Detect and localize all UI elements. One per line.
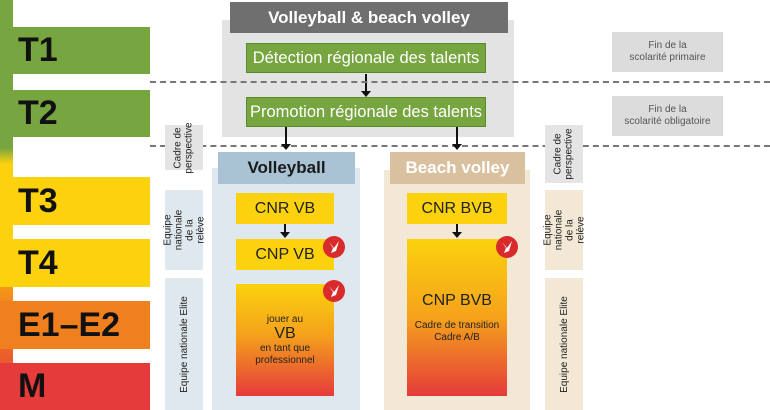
- level-label: T1: [18, 31, 58, 69]
- volleyball-title: Volleyball: [218, 152, 355, 184]
- level-t1: T1: [0, 27, 150, 74]
- cnr-bvb-box: CNR BVB: [407, 193, 507, 224]
- side-label-releve-right: Equipe nationale de la relève: [542, 190, 586, 270]
- side-label-releve-left: Equipe nationale de la relève: [162, 190, 206, 270]
- pro-vb-box: jouer au VB en tant que professionnel: [236, 284, 334, 396]
- level-label: E1–E2: [18, 305, 121, 344]
- note-end-mandatory-school: Fin de la scolarité obligatoire: [612, 96, 723, 136]
- arrow-down-icon: [452, 127, 462, 150]
- side-label-elite-left: Equipe nationale Elite: [165, 278, 203, 410]
- arrow-down-icon: [281, 127, 291, 150]
- cnp-vb-box: CNP VB: [236, 239, 334, 270]
- side-label-perspective-right: Cadre de perspective: [545, 125, 583, 183]
- arrow-down-icon: [452, 224, 462, 238]
- level-e1-e2: E1–E2: [0, 301, 150, 349]
- level-label: T3: [18, 181, 58, 220]
- main-header: Volleyball & beach volley: [230, 2, 508, 33]
- level-label: T4: [18, 243, 58, 282]
- level-label: T2: [18, 94, 58, 132]
- stage-detection: Détection régionale des talents: [246, 43, 486, 73]
- level-m: M: [0, 363, 150, 410]
- cnr-vb-box: CNR VB: [236, 193, 334, 224]
- stage-promotion: Promotion régionale des talents: [246, 97, 486, 127]
- cnp-bvb-box: CNP BVB Cadre de transition Cadre A/B: [407, 239, 507, 396]
- level-t4: T4: [0, 239, 150, 287]
- level-t3: T3: [0, 177, 150, 225]
- arrow-down-icon: [280, 224, 290, 238]
- swiss-volley-badge-icon: [323, 236, 345, 258]
- swiss-volley-badge-icon: [323, 280, 345, 302]
- swiss-volley-badge-icon: [496, 236, 518, 258]
- side-label-elite-right: Equipe nationale Elite: [545, 278, 583, 410]
- level-label: M: [18, 367, 47, 405]
- note-end-primary-school: Fin de la scolarité primaire: [612, 32, 723, 72]
- beach-title: Beach volley: [390, 152, 525, 184]
- arrow-down-icon: [361, 74, 371, 97]
- side-label-perspective-left: Cadre de perspective: [165, 122, 203, 173]
- level-t2: T2: [0, 90, 150, 137]
- divider-t1-t2: [150, 81, 770, 83]
